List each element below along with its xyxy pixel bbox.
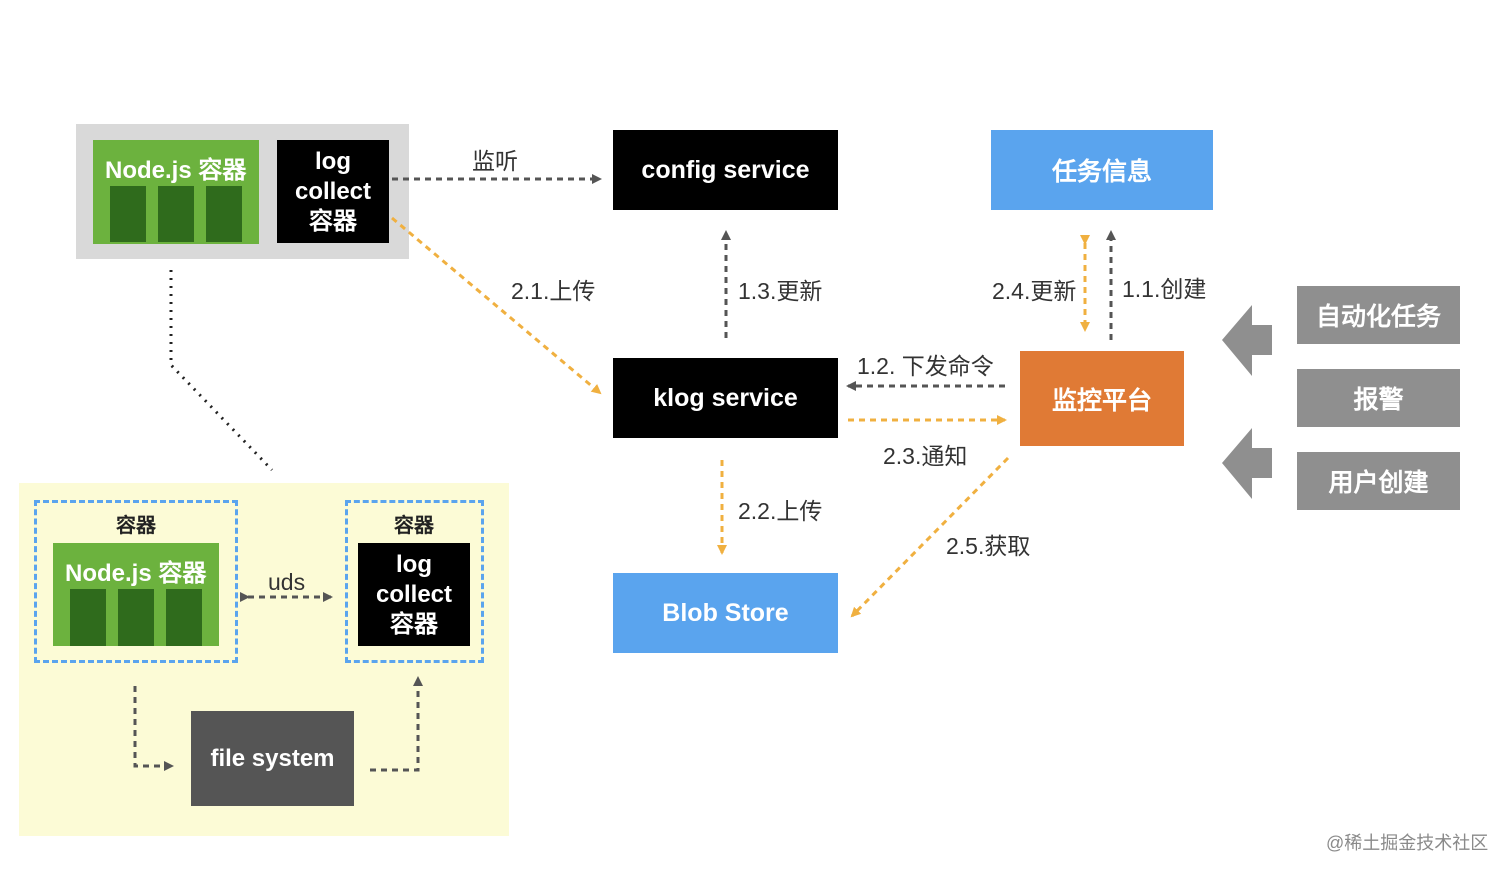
arrow-node-to-fs <box>133 686 174 771</box>
detail-nodejs-bar-3 <box>166 589 202 646</box>
label-notify-2-3: 2.3.通知 <box>883 443 968 469</box>
detail-nodejs-container: Node.js 容器 <box>53 543 219 646</box>
label-dispatch-1-2: 1.2. 下发命令 <box>857 353 994 379</box>
arrow-fetch-2-5 <box>850 456 1010 618</box>
label-update-2-4: 2.4.更新 <box>992 278 1077 304</box>
top-nodejs-container: Node.js 容器 <box>93 140 259 244</box>
watermark: @稀土掘金技术社区 <box>1326 833 1489 853</box>
detail-log-line-3: 容器 <box>390 610 438 638</box>
detail-right-container <box>345 500 484 663</box>
label-listen: 监听 <box>472 148 518 174</box>
label-create-1-1: 1.1.创建 <box>1122 276 1207 302</box>
detail-file-system: file system <box>191 711 354 806</box>
top-nodejs-bar-1 <box>110 186 146 242</box>
top-log-collect-container: log collect 容器 <box>277 140 389 243</box>
detail-log-line-1: log <box>396 550 432 578</box>
arrow-fs-to-log <box>370 676 423 772</box>
klog-service: klog service <box>613 358 838 438</box>
label-upload-2-2: 2.2.上传 <box>738 498 823 524</box>
big-arrow-upper <box>1222 305 1272 376</box>
detail-left-container <box>34 500 238 663</box>
source-user-created: 用户创建 <box>1297 452 1460 510</box>
detail-log-collect-container: log collect 容器 <box>358 543 470 646</box>
top-log-line-2: collect <box>294 177 372 205</box>
detail-nodejs-bar-1 <box>70 589 106 646</box>
task-info: 任务信息 <box>991 130 1213 210</box>
top-nodejs-bar-2 <box>158 186 194 242</box>
top-log-line-1: log <box>315 147 351 175</box>
source-automation: 自动化任务 <box>1297 286 1460 344</box>
label-upload-2-1: 2.1.上传 <box>511 278 596 304</box>
top-log-line-3: 容器 <box>309 207 357 235</box>
label-update-1-3: 1.3.更新 <box>738 278 823 304</box>
monitor-platform: 监控平台 <box>1020 351 1184 446</box>
source-alarm: 报警 <box>1297 369 1460 427</box>
top-nodejs-label: Node.js 容器 <box>105 157 247 184</box>
arrow-upload-2-1 <box>391 216 602 395</box>
label-fetch-2-5: 2.5.获取 <box>946 533 1031 559</box>
label-uds: uds <box>268 569 306 595</box>
detail-nodejs-bar-2 <box>118 589 154 646</box>
top-nodejs-bar-3 <box>206 186 242 242</box>
detail-log-line-2: collect <box>375 580 453 608</box>
detail-left-container-title: 容器 <box>116 515 156 537</box>
detail-nodejs-label: Node.js 容器 <box>65 560 207 587</box>
big-arrow-lower <box>1222 428 1272 499</box>
zoom-connector <box>169 270 274 472</box>
blob-store: Blob Store <box>613 573 838 653</box>
config-service: config service <box>613 130 838 210</box>
detail-right-container-title: 容器 <box>394 515 434 537</box>
